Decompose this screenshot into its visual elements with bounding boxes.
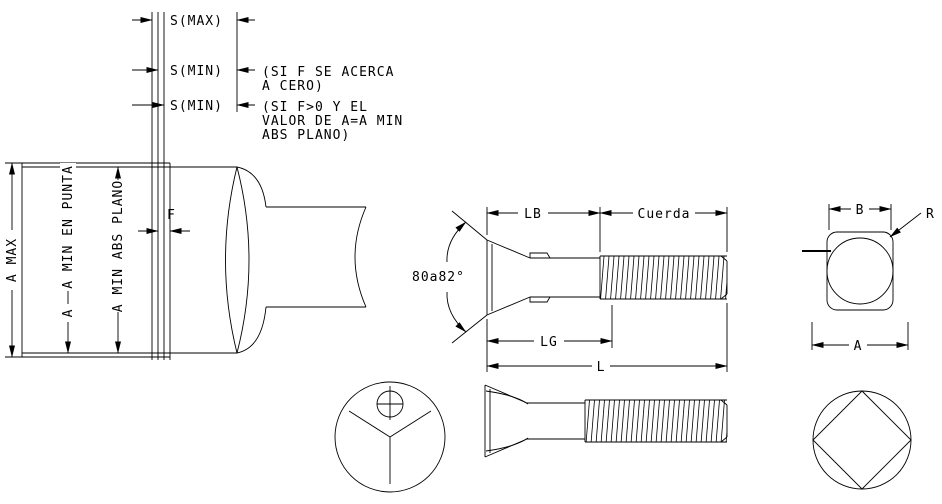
angle-dimension: 80a82° bbox=[412, 210, 488, 344]
note-1-line-2: A CERO) bbox=[262, 79, 324, 94]
label-s-min-1: S(MIN) bbox=[170, 64, 223, 79]
head-circle bbox=[826, 237, 894, 305]
label-cuerda: Cuerda bbox=[638, 207, 691, 222]
label-lb: LB bbox=[524, 207, 542, 222]
f-dimension: F bbox=[138, 208, 190, 234]
note-2-line-2: VALOR DE A=A MIN bbox=[262, 114, 403, 129]
label-a-max: A MAX bbox=[5, 238, 20, 282]
note-2-line-1: (SI F>0 Y EL bbox=[262, 100, 368, 115]
length-dimensions: LB Cuerda LG L bbox=[486, 206, 728, 375]
label-s-max: S(MAX) bbox=[170, 14, 223, 29]
label-a-min-abs-plano: A MIN ABS PLANO bbox=[111, 180, 126, 312]
side-view-rotated-linework bbox=[484, 384, 728, 458]
square-neck-diamond bbox=[812, 390, 912, 490]
square-head-outline bbox=[826, 231, 894, 311]
label-angle: 80a82° bbox=[412, 270, 465, 285]
a-dimensions: A MAX A MIN EN PUNTA A A MIN ABS PLANO bbox=[4, 162, 126, 358]
head-top-view: B R A bbox=[802, 202, 935, 354]
label-lg: LG bbox=[540, 335, 558, 350]
head-underside-view bbox=[334, 381, 446, 493]
label-b: B bbox=[856, 203, 865, 218]
label-a-min-en-punta: A MIN EN PUNTA bbox=[61, 165, 76, 289]
label-f: F bbox=[167, 208, 176, 223]
note-1-line-1: (SI F SE ACERCA bbox=[262, 65, 394, 80]
label-r: R bbox=[926, 207, 935, 222]
note-2-line-3: ABS PLANO) bbox=[262, 128, 350, 143]
label-a-head: A bbox=[854, 339, 863, 354]
s-dimensions: S(MAX) S(MIN) S(MIN) bbox=[132, 14, 255, 114]
label-a: A bbox=[61, 309, 76, 318]
annotation-notes: (SI F SE ACERCA A CERO) (SI F>0 Y EL VAL… bbox=[262, 65, 403, 143]
head-circle-rotated bbox=[812, 390, 912, 490]
head-outline-circle bbox=[334, 381, 446, 493]
head-top-view-rotated bbox=[812, 390, 912, 490]
break-line bbox=[354, 206, 367, 308]
side-view-linework bbox=[486, 239, 728, 316]
label-l: L bbox=[597, 360, 606, 375]
label-s-min-2: S(MIN) bbox=[170, 99, 223, 114]
